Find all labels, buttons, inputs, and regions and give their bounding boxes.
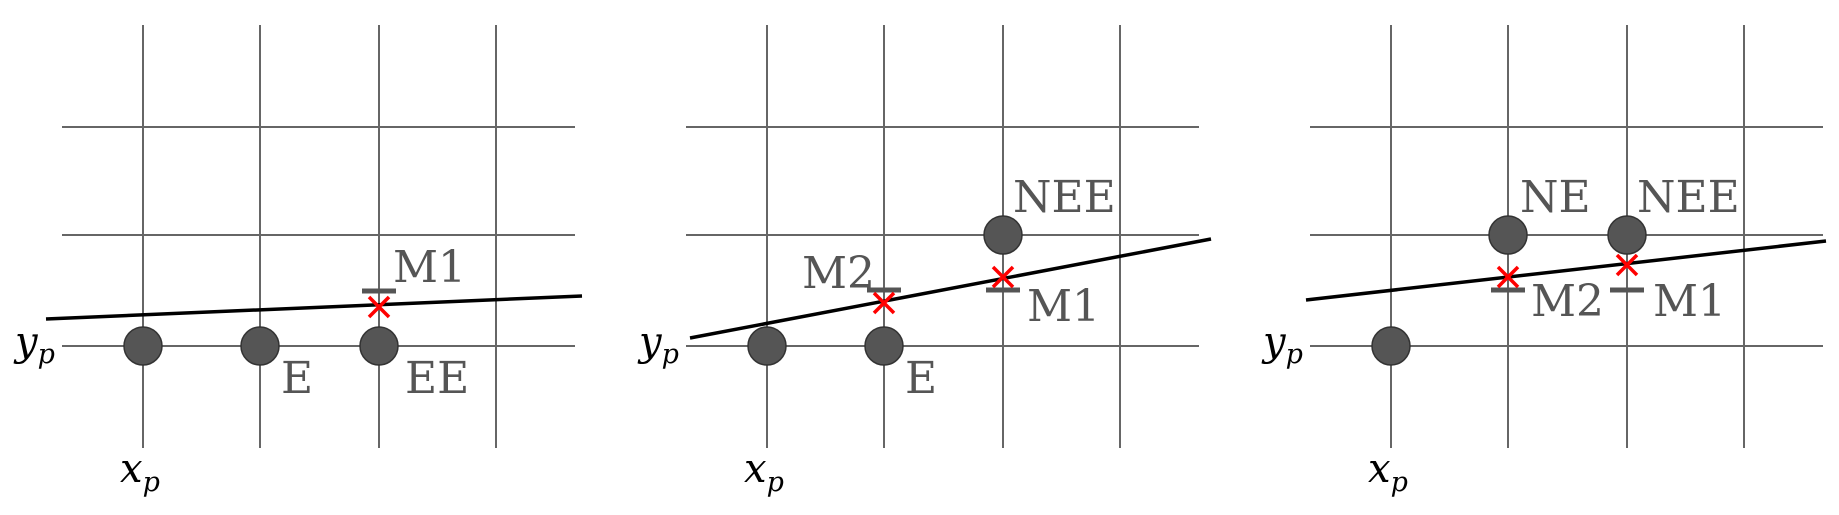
pixel-dots <box>1371 215 1647 366</box>
pixel-dot <box>1371 326 1411 366</box>
grid <box>686 25 1199 448</box>
x-axis-label: xp <box>744 446 784 498</box>
pixel-dot-e <box>864 326 904 366</box>
midpoint-m1: M1 <box>1610 253 1726 327</box>
pixel-dot <box>747 326 787 366</box>
y-axis-label: yp <box>637 319 679 370</box>
midpoint-m2: M2 <box>1491 265 1604 327</box>
pixel-label-ee: EE <box>405 353 469 404</box>
pixel-dot <box>123 326 163 366</box>
ideal-line <box>45 294 583 321</box>
midpoint-label: M2 <box>802 248 875 299</box>
midpoint-m2: M2 <box>802 248 901 315</box>
pixel-label-e: E <box>905 353 937 404</box>
x-axis-label: xp <box>1368 446 1408 498</box>
midpoint-label: M1 <box>1027 281 1100 332</box>
cross-stroke-b <box>991 265 1015 289</box>
pixel-dot-nee <box>983 215 1023 255</box>
y-axis-label: yp <box>1261 319 1303 370</box>
cross-marker <box>1496 265 1520 289</box>
cross-stroke-b <box>367 295 391 319</box>
cross-marker <box>872 291 896 315</box>
midpoint-label: M2 <box>1531 276 1604 327</box>
midpoint-label: M1 <box>1653 276 1726 327</box>
pixel-dot-e <box>240 326 280 366</box>
ideal-line <box>1305 239 1827 302</box>
cross-stroke-b <box>1615 253 1639 277</box>
panel-1: M1 E EE yp xp <box>13 25 583 498</box>
cross-marker <box>1615 253 1639 277</box>
cross-marker <box>991 265 1015 289</box>
pixel-label-nee: NEE <box>1013 172 1116 223</box>
pixel-dot-nee <box>1607 215 1647 255</box>
midpoint-m1: M1 <box>986 265 1100 332</box>
pixel-dot-ne <box>1488 215 1528 255</box>
pixel-dots <box>747 215 1023 366</box>
pixel-label-e: E <box>281 353 313 404</box>
pixel-label-ne: NE <box>1520 172 1591 223</box>
ideal-line <box>689 237 1212 340</box>
panel-3: M2 M1 NE NEE yp xp <box>1261 25 1827 498</box>
x-axis-label: xp <box>120 446 160 498</box>
cross-marker <box>367 295 391 319</box>
midpoint-m1: M1 <box>362 242 466 319</box>
pixel-label-nee: NEE <box>1637 172 1740 223</box>
pixel-dots <box>123 326 399 366</box>
grid <box>62 25 575 448</box>
cross-stroke-b <box>872 291 896 315</box>
panel-2: M2 M1 E NEE yp xp <box>637 25 1212 498</box>
midpoint-label: M1 <box>393 242 466 293</box>
cross-stroke-b <box>1496 265 1520 289</box>
y-axis-label: yp <box>13 319 55 370</box>
pixel-dot-ee <box>359 326 399 366</box>
grid <box>1310 25 1823 448</box>
